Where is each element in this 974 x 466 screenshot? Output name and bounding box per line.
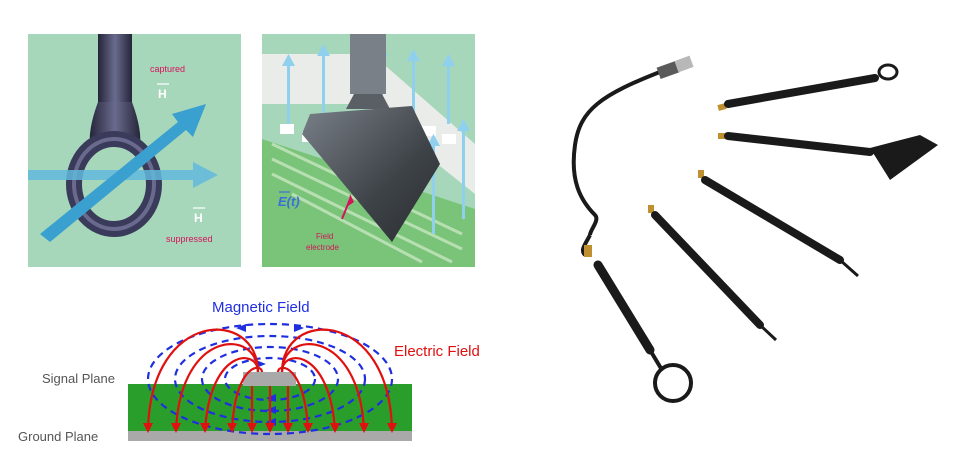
needle-probe-lower-icon — [648, 205, 778, 342]
electrode-probe-neck — [346, 94, 390, 109]
h-field-loop-panel: captured H H suppressed — [28, 34, 241, 267]
ic-chip — [262, 54, 475, 194]
near-field-probe-set — [540, 40, 960, 450]
ground-plane-label: Ground Plane — [18, 429, 98, 444]
captured-field-arrow — [40, 104, 206, 242]
pcb-field-svg: Magnetic Field Electric Field Signal Pla… — [18, 299, 480, 444]
ground-plane — [128, 431, 412, 441]
h-vector-label-bottom: H — [194, 211, 203, 225]
electrode-pointer-arrow — [348, 194, 354, 206]
bnc-cable-icon — [656, 55, 694, 80]
signal-plane-label: Signal Plane — [42, 371, 115, 386]
h-vector-label-top: H — [158, 87, 167, 101]
field-electrode-label-line2: electrode — [306, 243, 339, 252]
field-electrode-plate — [302, 106, 440, 242]
electric-field-lines — [146, 328, 394, 432]
e-field-electrode-panel: E(t) Field electrode — [262, 34, 475, 267]
electric-field-label: Electric Field — [394, 343, 480, 360]
electrode-pointer-line — [341, 198, 351, 220]
probe-shaft — [98, 34, 132, 104]
electrode-probe-illustration: E(t) Field electrode — [262, 34, 475, 267]
electrode-probe-shaft — [350, 34, 386, 94]
electrode-probe-icon — [718, 132, 938, 180]
magnetic-field-label: Magnetic Field — [212, 299, 310, 316]
loop-probe-illustration: captured H H suppressed — [28, 34, 218, 244]
needle-probe-icon — [698, 170, 859, 278]
signal-trace — [243, 372, 296, 386]
loop-ring-highlight — [72, 137, 156, 231]
cable-gold-connector — [584, 245, 592, 257]
loop-probe-upper-icon — [717, 63, 899, 111]
electric-field-arrowheads — [143, 423, 397, 433]
pcb-field-diagram: Magnetic Field Electric Field Signal Pla… — [0, 288, 500, 466]
coax-cable — [571, 68, 666, 236]
e-field-equation-label: E(t) — [278, 194, 300, 209]
field-electrode-label-line1: Field — [316, 232, 333, 241]
probe-set-illustration — [571, 55, 938, 403]
captured-label: captured — [150, 64, 185, 74]
suppressed-label: suppressed — [166, 234, 213, 244]
loop-probe-icon — [593, 260, 693, 403]
